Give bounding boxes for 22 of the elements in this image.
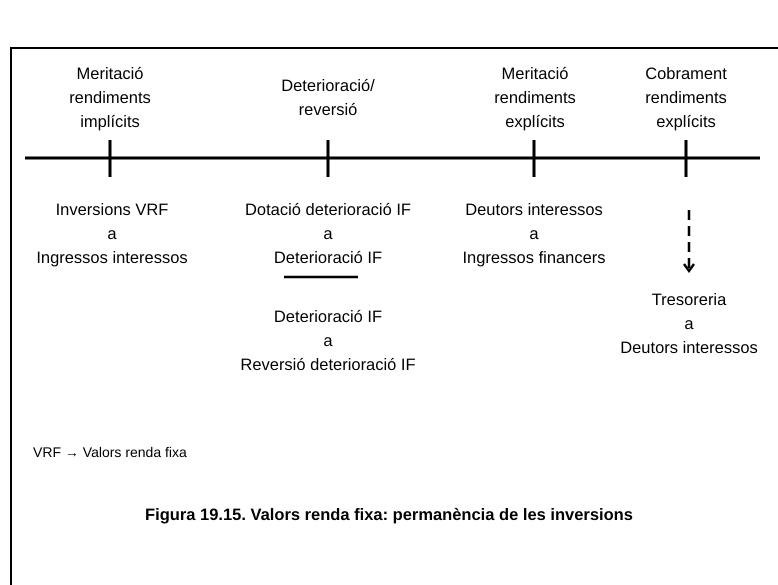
journal-entry-line: Deutors interessos xyxy=(464,200,604,221)
journal-entry-line: Deterioració IF xyxy=(272,248,384,269)
journal-entry-line: Reversió deterioració IF xyxy=(239,355,417,376)
journal-entry-line: Ingressos interessos xyxy=(35,248,189,269)
journal-entry-line: a xyxy=(322,224,334,245)
event-heading: Deterioració/ reversió xyxy=(280,76,376,121)
journal-entry-line: a xyxy=(528,224,540,245)
event-heading: Meritació rendiments explícits xyxy=(493,64,577,133)
abbreviation-note: VRF → Valors renda fixa xyxy=(33,443,187,462)
journal-entry-line: a xyxy=(106,224,118,245)
journal-entry-line: Deterioració IF xyxy=(272,307,384,328)
figure-caption: Figura 19.15. Valors renda fixa: permanència de les inversions xyxy=(144,506,634,525)
journal-entry-line: Tresoreria xyxy=(650,290,728,311)
journal-entry-line: a xyxy=(683,314,695,335)
journal-entry-line: Dotació deterioració IF xyxy=(244,200,412,221)
journal-entry-line: Ingressos financers xyxy=(461,248,607,269)
journal-entry-line: a xyxy=(322,331,334,352)
event-heading: Cobrament rendiments explícits xyxy=(644,64,728,133)
journal-entry-line: Deutors interessos xyxy=(619,338,759,359)
event-heading: Meritació rendiments implícits xyxy=(68,64,152,133)
journal-entry-line: Inversions VRF xyxy=(54,200,170,221)
dashed-arrow xyxy=(682,210,696,272)
